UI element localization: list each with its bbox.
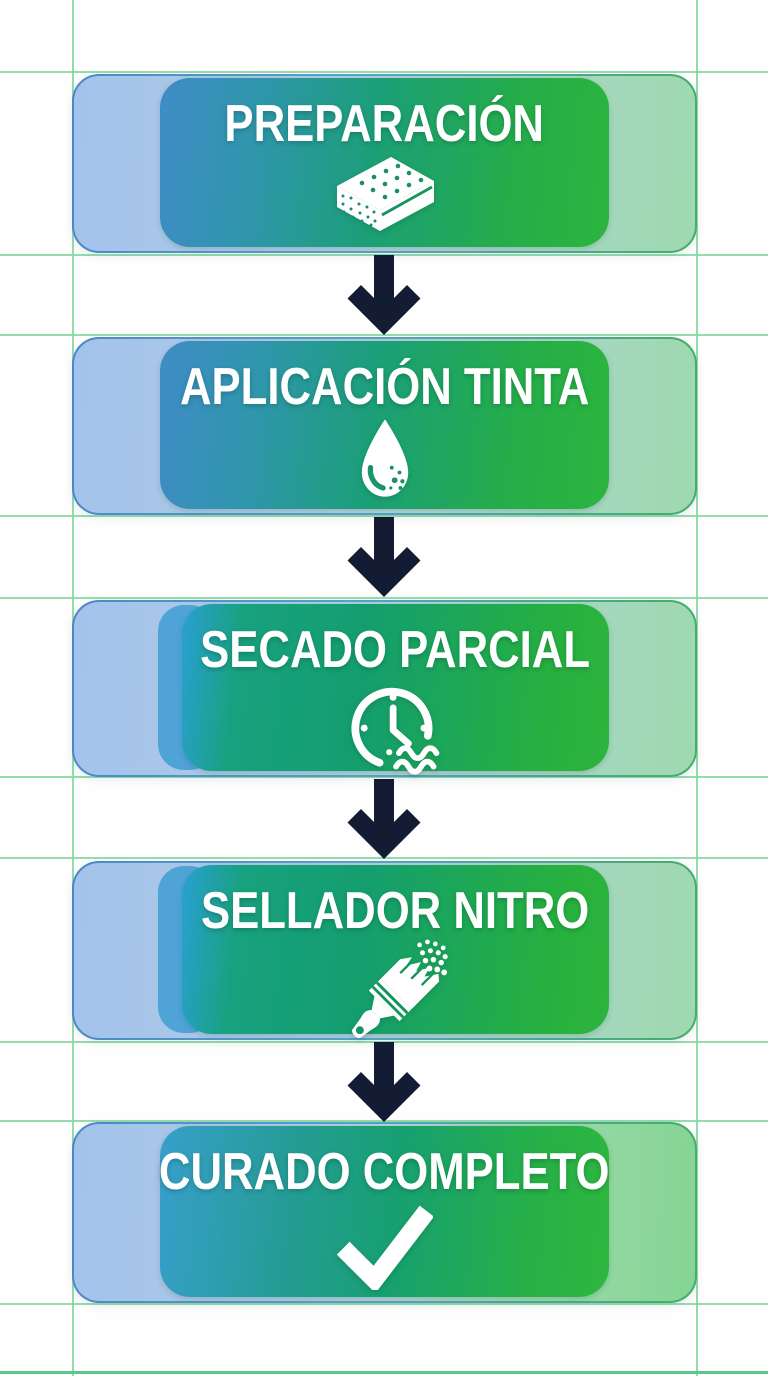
step-curado-completo: CURADO COMPLETO <box>72 1122 697 1303</box>
step-label: CURADO COMPLETO <box>159 1143 610 1201</box>
step-label: SELLADOR NITRO <box>201 882 590 940</box>
ink-drop-icon <box>355 417 414 504</box>
grid-hline <box>0 71 768 73</box>
sponge-icon <box>328 152 441 239</box>
step-inner-card: PREPARACIÓN <box>160 78 609 247</box>
arrow-down-icon <box>341 779 427 859</box>
step-inner-card: APLICACIÓN TINTA <box>160 341 609 509</box>
grid-hline <box>0 515 768 517</box>
grid-vline-right <box>696 0 698 1376</box>
step-label: PREPARACIÓN <box>224 95 545 153</box>
paintbrush-spray-icon <box>336 939 455 1062</box>
step-inner-card: SECADO PARCIAL <box>182 604 609 775</box>
step-sellador-nitro: SELLADOR NITRO <box>72 861 697 1057</box>
arrow-down-icon <box>341 1042 427 1122</box>
step-aplicacion-tinta: APLICACIÓN TINTA <box>72 337 697 515</box>
grid-hline <box>0 1303 768 1305</box>
grid-hline <box>0 597 768 599</box>
checkmark-icon <box>336 1204 434 1295</box>
grid-hline <box>0 1371 768 1374</box>
drying-clock-icon <box>343 678 449 789</box>
step-label: APLICACIÓN TINTA <box>179 358 590 416</box>
step-inner-card: CURADO COMPLETO <box>159 1126 610 1297</box>
arrow-down-icon <box>341 255 427 335</box>
step-preparacion: PREPARACIÓN <box>72 74 697 253</box>
arrow-down-icon <box>341 517 427 597</box>
grid-hline <box>0 334 768 336</box>
step-secado-parcial: SECADO PARCIAL <box>72 600 697 777</box>
grid-hline <box>0 776 768 778</box>
step-label: SECADO PARCIAL <box>200 621 591 679</box>
grid-vline-left <box>72 0 74 1376</box>
step-inner-card: SELLADOR NITRO <box>182 865 609 1057</box>
